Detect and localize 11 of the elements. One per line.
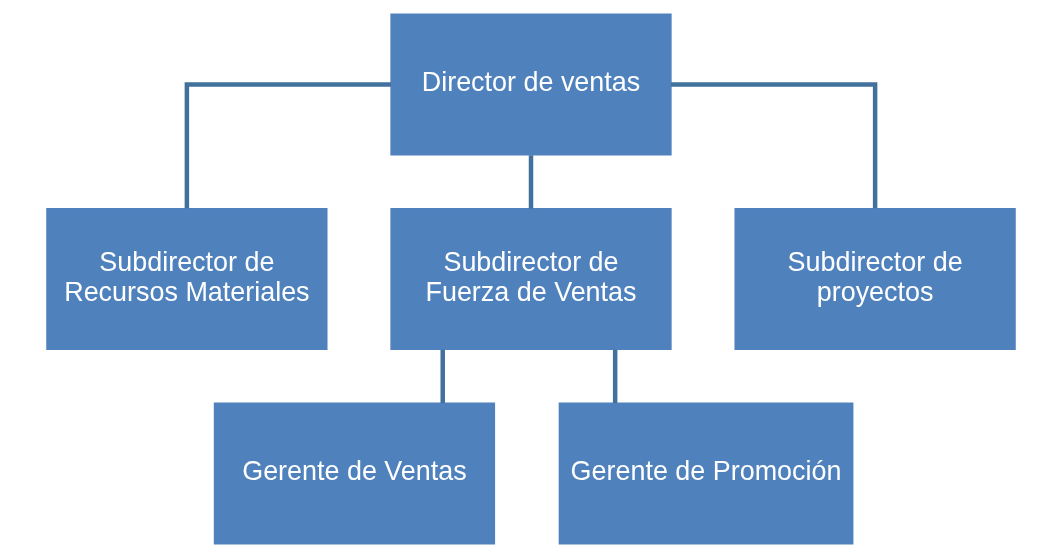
node-box: Gerente de Ventas bbox=[213, 402, 496, 545]
connector bbox=[440, 349, 445, 404]
node-box: Gerente de Promoción bbox=[558, 402, 854, 545]
connector bbox=[184, 82, 392, 209]
connector bbox=[528, 155, 534, 209]
connector bbox=[612, 349, 618, 404]
node-box: Subdirector de Recursos Materiales bbox=[46, 207, 328, 351]
node-box: Director de ventas bbox=[390, 13, 672, 156]
connector bbox=[670, 82, 878, 209]
node-box: Subdirector de Fuerza de Ventas bbox=[390, 207, 672, 351]
node-box: Subdirector de proyectos bbox=[734, 207, 1016, 351]
